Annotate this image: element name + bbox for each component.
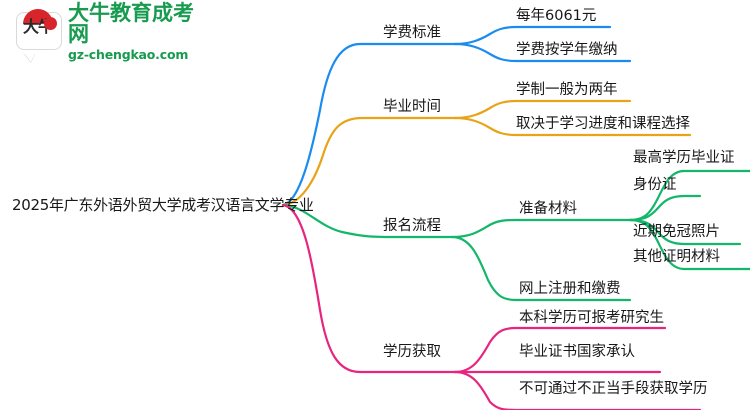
- logo-red-dot-shape: [44, 17, 57, 30]
- logo-url: gz-chengkao.com: [68, 46, 189, 62]
- logo-text-block: 大牛教育成考网 gz-chengkao.com: [68, 0, 194, 62]
- logo-title: 大牛教育成考网: [68, 0, 194, 46]
- mindmap-node-recent-bareheaded-photo[interactable]: 近期免冠照片: [633, 224, 720, 240]
- mindmap-node-id-card[interactable]: 身份证: [633, 177, 677, 193]
- mindmap-node-bachelor-can-apply-graduate[interactable]: 本科学历可报考研究生: [519, 310, 664, 326]
- mindmap-node-online-registration-payment[interactable]: 网上注册和缴费: [519, 281, 621, 297]
- mindmap-node-graduation-time[interactable]: 毕业时间: [383, 99, 441, 115]
- mindmap-node-tuition-standard[interactable]: 学费标准: [383, 25, 441, 41]
- logo-speech-bubble-tail-shape: [24, 53, 35, 62]
- mindmap-node-two-year-system[interactable]: 学制一般为两年: [516, 82, 618, 98]
- logo-bull-icon: 大牛: [14, 9, 62, 62]
- mindmap-node-other-proof-materials[interactable]: 其他证明材料: [633, 249, 720, 265]
- mindmap-node-tuition-fee-per-year[interactable]: 每年6061元: [516, 8, 597, 24]
- site-logo[interactable]: 大牛 大牛教育成考网 gz-chengkao.com: [14, 2, 194, 62]
- mindmap-node-degree-award[interactable]: 学历获取: [383, 344, 441, 360]
- mindmap-node-prepare-materials[interactable]: 准备材料: [519, 201, 577, 217]
- mindmap-node-no-improper-means[interactable]: 不可通过不正当手段获取学历: [519, 381, 708, 397]
- branch-line-graduation-time: [281, 99, 692, 207]
- mindmap-node-depends-on-progress[interactable]: 取决于学习进度和课程选择: [516, 116, 690, 132]
- mindmap-node-diploma-state-recognized[interactable]: 毕业证书国家承认: [519, 344, 635, 360]
- mindmap-node-tuition-paid-yearly[interactable]: 学费按学年缴纳: [516, 42, 618, 58]
- branch-line-application-process: [281, 169, 750, 302]
- mindmap-node-application-process[interactable]: 报名流程: [383, 218, 441, 234]
- mindmap-root-node[interactable]: 2025年广东外语外贸大学成考汉语言文学专业: [12, 196, 314, 214]
- mindmap-node-highest-diploma[interactable]: 最高学历毕业证: [633, 150, 735, 166]
- branch-line-tuition: [281, 25, 632, 207]
